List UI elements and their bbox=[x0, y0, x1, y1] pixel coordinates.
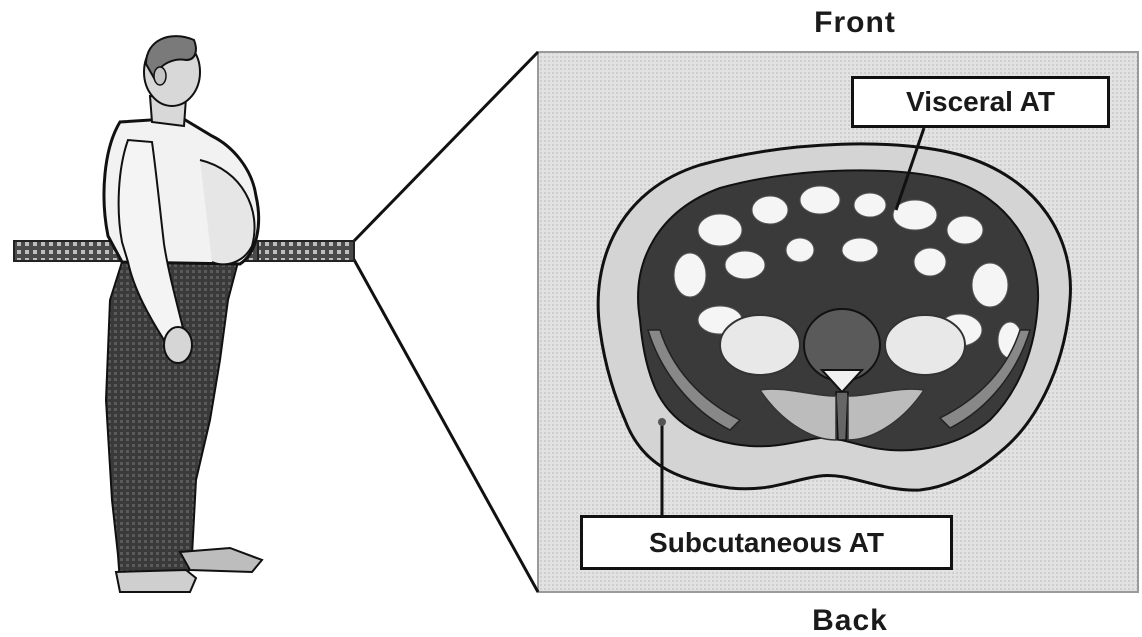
zoom-line-top bbox=[352, 52, 538, 243]
hand bbox=[164, 327, 192, 363]
zoom-line-bottom bbox=[352, 256, 538, 592]
back-label: Back bbox=[790, 604, 910, 637]
visceral-at-callout: Visceral AT bbox=[851, 76, 1110, 128]
visceral-at-label: Visceral AT bbox=[906, 86, 1055, 118]
subcutaneous-at-callout: Subcutaneous AT bbox=[580, 515, 953, 570]
kidney-left bbox=[720, 315, 800, 375]
shoe-back bbox=[116, 570, 196, 592]
kidney-right bbox=[885, 315, 965, 375]
subcutaneous-pointer-dot bbox=[658, 418, 666, 426]
standing-man-figure bbox=[104, 36, 262, 592]
front-label: Front bbox=[795, 6, 915, 40]
ear bbox=[154, 67, 166, 85]
spinous-process bbox=[836, 392, 848, 440]
scan-level-band-front bbox=[258, 241, 354, 261]
subcutaneous-at-label: Subcutaneous AT bbox=[649, 527, 884, 559]
shoe-front bbox=[180, 548, 262, 572]
